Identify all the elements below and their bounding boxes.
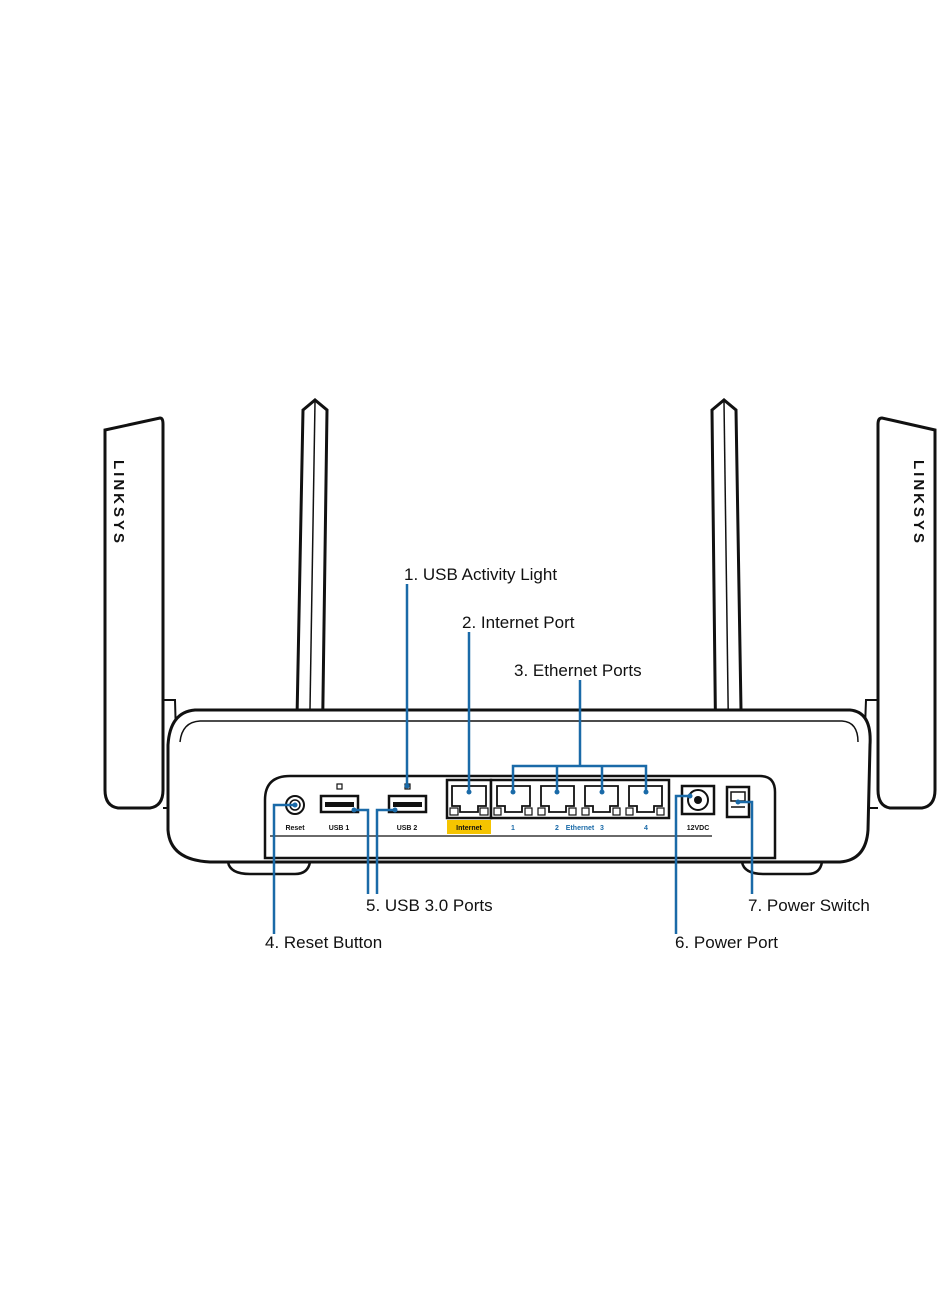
ethernet-port-1-label: 1 — [511, 825, 515, 832]
ethernet-port-4-label: 4 — [644, 825, 648, 832]
ethernet-port-3-label: 3 — [600, 825, 604, 832]
callout-power-port: 6. Power Port — [675, 933, 778, 952]
usb2-port-label: USB 2 — [397, 825, 418, 832]
left-antenna-logo: LINKSYS — [110, 460, 127, 546]
callout-reset-button: 4. Reset Button — [265, 933, 382, 952]
callout-usb-activity-light: 1. USB Activity Light — [404, 565, 557, 584]
usb1-activity-light — [337, 784, 342, 789]
internet-port-label: Internet — [456, 825, 482, 832]
right-antenna-logo: LINKSYS — [910, 460, 927, 546]
ethernet-group-label: Ethernet — [566, 825, 595, 832]
callout-power-switch: 7. Power Switch — [748, 896, 870, 915]
reset-port-label: Reset — [285, 825, 305, 832]
ethernet-port-group — [491, 780, 669, 818]
callout-ethernet-ports: 3. Ethernet Ports — [514, 661, 642, 680]
usb1-port-label: USB 1 — [329, 825, 350, 832]
callout-usb-3-ports: 5. USB 3.0 Ports — [366, 896, 493, 915]
power-port-label: 12VDC — [687, 825, 710, 832]
callout-internet-port: 2. Internet Port — [462, 613, 575, 632]
power-port[interactable] — [682, 786, 714, 814]
ethernet-port-2-label: 2 — [555, 825, 559, 832]
